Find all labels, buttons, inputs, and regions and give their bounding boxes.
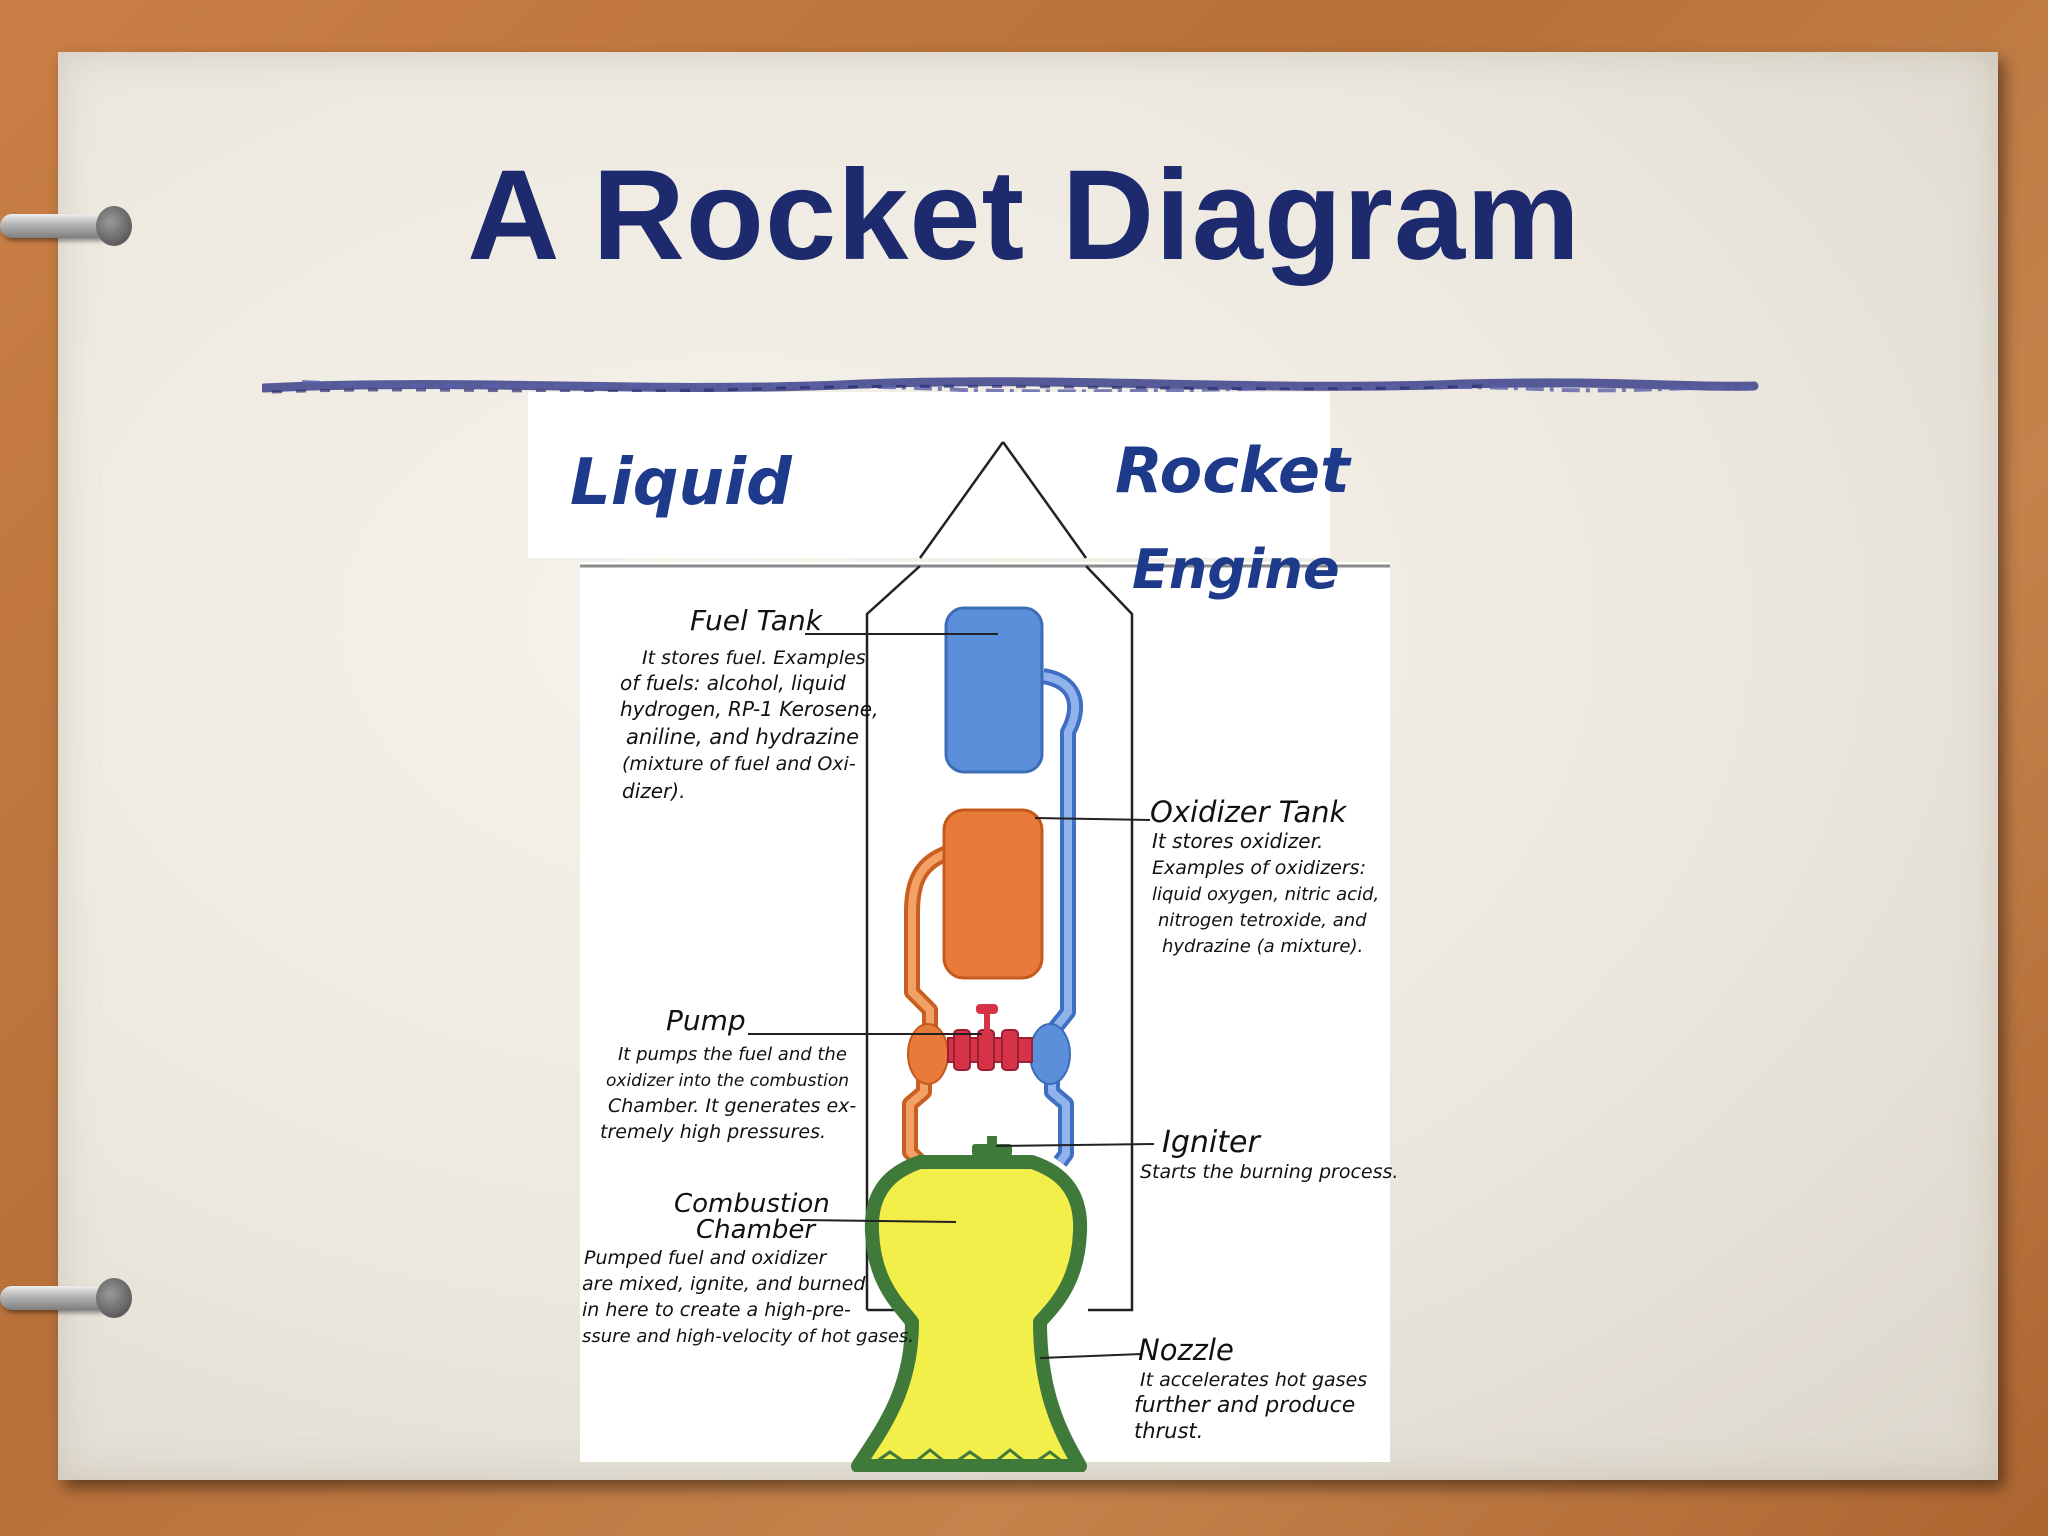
diagram-header-panel (528, 392, 1330, 558)
binder-ring-hole (96, 206, 132, 246)
heading-engine: Engine (1132, 538, 1340, 601)
igniter-shape (972, 1136, 1012, 1156)
fuel-tank-desc-line: dizer). (622, 779, 685, 803)
combustion-chamber-desc-line: Pumped fuel and oxidizer (584, 1247, 828, 1269)
igniter-desc-line: Starts the burning process. (1140, 1161, 1398, 1183)
leader-nozzle (1039, 1353, 1143, 1359)
binder-ring-hole (96, 1278, 132, 1318)
pump-desc-line: It pumps the fuel and the (618, 1044, 847, 1065)
combustion-chamber-desc-line: in here to create a high-pre- (582, 1299, 851, 1321)
nozzle-exhaust-edge (869, 1448, 1069, 1468)
rocket-diagram: Liquid Rocket Engine Fuel Tank It stores… (528, 392, 1398, 1472)
pump-shape (947, 1004, 1033, 1071)
oxidizer-tank-label: Oxidizer Tank (1150, 795, 1348, 829)
rocket-nose-left (918, 441, 1005, 559)
combustion-chamber-label: Combustion (674, 1189, 830, 1219)
fuel-tank-desc-line: aniline, and hydrazine (626, 725, 859, 749)
heading-rocket: Rocket (1115, 434, 1352, 507)
nozzle-desc-line: It accelerates hot gases (1140, 1369, 1367, 1391)
binder-ring-top (0, 204, 132, 250)
leader-combustion-chamber (799, 1219, 957, 1223)
pump-desc-line: oxidizer into the combustion (606, 1071, 849, 1091)
fuel-tank-shape (944, 606, 1044, 774)
pump-fuel-side (1029, 1023, 1071, 1085)
oxidizer-tank-desc-line: It stores oxidizer. (1152, 829, 1323, 853)
nozzle-desc-line: further and produce (1134, 1393, 1355, 1418)
oxidizer-tank-shape (942, 808, 1044, 980)
igniter-label: Igniter (1162, 1125, 1261, 1160)
binder-ring-bar (0, 1286, 110, 1310)
nozzle-desc-line: thrust. (1134, 1419, 1203, 1443)
combustion-chamber-label-2: Chamber (696, 1215, 817, 1245)
leader-oxidizer-tank (1034, 817, 1151, 821)
leader-igniter (995, 1143, 1155, 1147)
fuel-tank-desc-line: (mixture of fuel and Oxi- (622, 753, 856, 775)
oxidizer-tank-desc-line: nitrogen tetroxide, and (1158, 910, 1367, 931)
combustion-chamber-nozzle-shape (851, 1155, 1088, 1472)
oxidizer-tank-desc-line: liquid oxygen, nitric acid, (1152, 884, 1379, 905)
fuel-tank-desc-line: It stores fuel. Examples (642, 647, 866, 669)
binder-ring-bottom (0, 1276, 132, 1322)
title-underline-scribble (262, 377, 1759, 394)
heading-liquid: Liquid (570, 446, 793, 520)
fuel-tank-label: Fuel Tank (690, 604, 824, 637)
pump-label: Pump (666, 1004, 746, 1037)
oxidizer-tank-desc-line: Examples of oxidizers: (1152, 857, 1366, 879)
oxidizer-tank-desc-line: hydrazine (a mixture). (1162, 936, 1363, 957)
pump-desc-line: Chamber. It generates ex- (608, 1095, 856, 1117)
fuel-line-inner (1042, 672, 1080, 1165)
fuel-tank-desc-line: hydrogen, RP-1 Kerosene, (620, 697, 878, 721)
binder-ring-bar (0, 214, 110, 238)
pump-desc-line: tremely high pressures. (600, 1121, 826, 1143)
combustion-chamber-desc-line: ssure and high-velocity of hot gases. (582, 1326, 914, 1347)
rocket-nose-right (1001, 441, 1088, 559)
nozzle-label: Nozzle (1138, 1333, 1234, 1367)
slide-title: A Rocket Diagram (467, 144, 1581, 287)
combustion-chamber-desc-line: are mixed, ignite, and burned (582, 1273, 866, 1295)
fuel-tank-desc-line: of fuels: alcohol, liquid (620, 671, 846, 695)
